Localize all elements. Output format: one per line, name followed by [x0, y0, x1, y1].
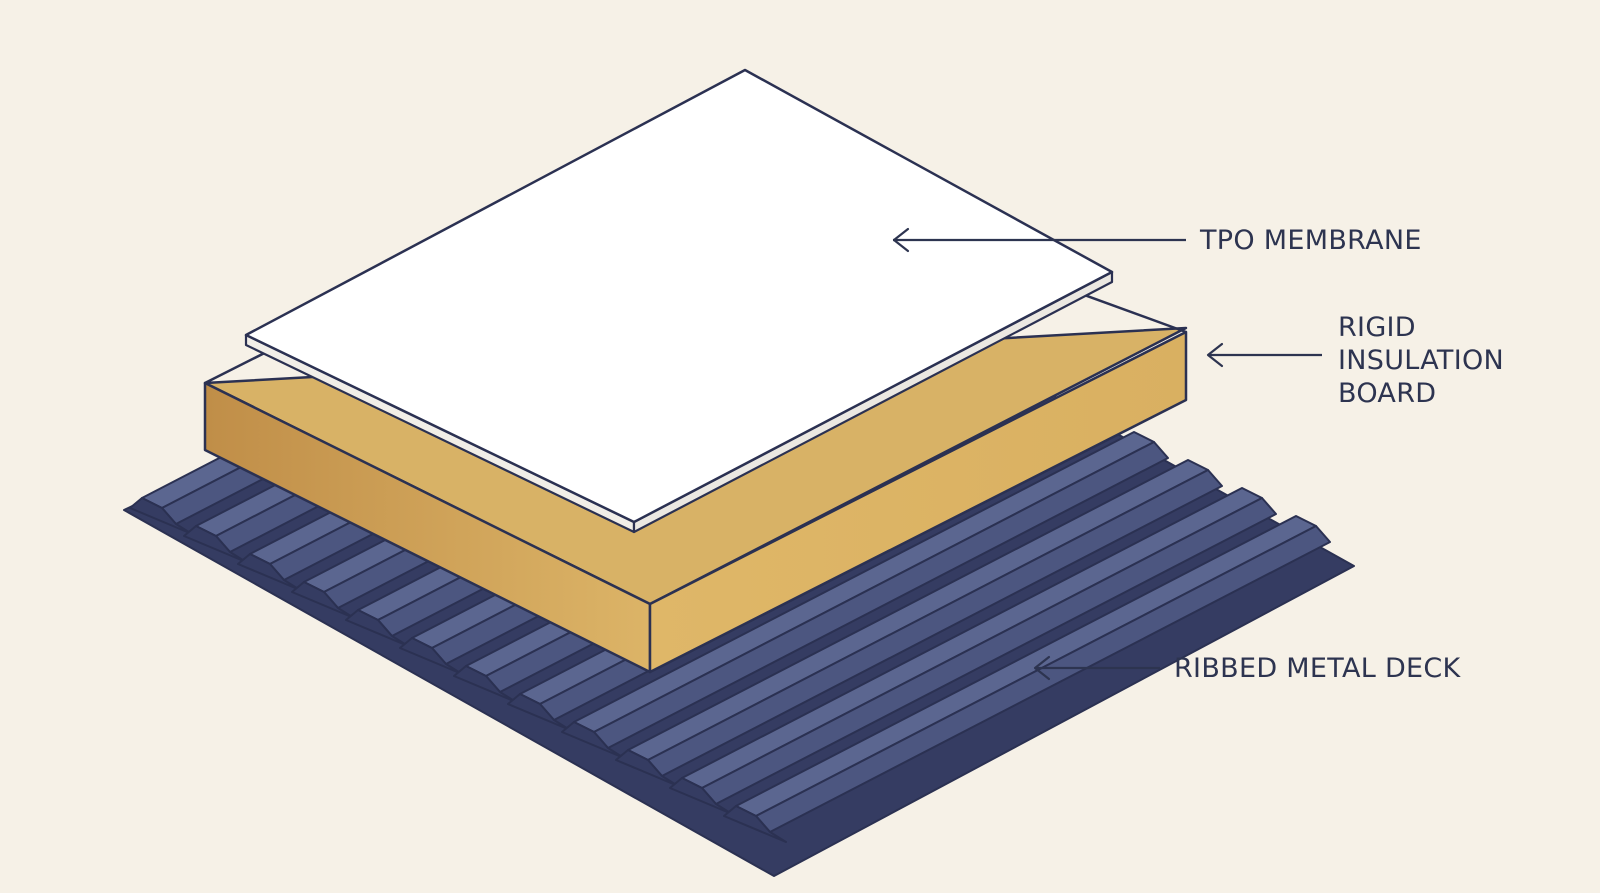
deck-rib-end [291, 581, 355, 619]
deck-rib-end [615, 749, 679, 787]
arrow-left-icon [1206, 342, 1224, 368]
label-ribbed-metal-deck: RIBBED METAL DECK [1174, 653, 1462, 684]
insulation-right-face [648, 330, 1188, 674]
callout-rigid-insulation-board: RIGID INSULATION BOARD [1206, 312, 1504, 409]
tpo-membrane [244, 68, 1114, 534]
deck-rib-end [345, 609, 409, 647]
deck-rib-end [129, 497, 193, 535]
arrow-left-icon [1033, 655, 1051, 681]
deck-rib-end [183, 525, 247, 563]
deck-rib-end [669, 777, 733, 815]
label-insulation-line-2: INSULATION [1338, 345, 1504, 376]
deck-rib-end [399, 637, 463, 675]
label-insulation-line-1: RIGID [1338, 312, 1416, 343]
deck-rib-end [237, 553, 301, 591]
label-tpo-membrane: TPO MEMBRANE [1199, 225, 1422, 256]
deck-rib-end [561, 721, 625, 759]
label-insulation-line-3: BOARD [1338, 378, 1436, 409]
callout-ribbed-metal-deck: RIBBED METAL DECK [1033, 653, 1462, 684]
deck-rib-end [723, 805, 787, 843]
arrow-left-icon [892, 227, 910, 253]
callout-tpo-membrane: TPO MEMBRANE [892, 225, 1422, 256]
deck-rib-end [453, 665, 517, 703]
membrane-top-face [244, 68, 1114, 524]
deck-rib-end [507, 693, 571, 731]
